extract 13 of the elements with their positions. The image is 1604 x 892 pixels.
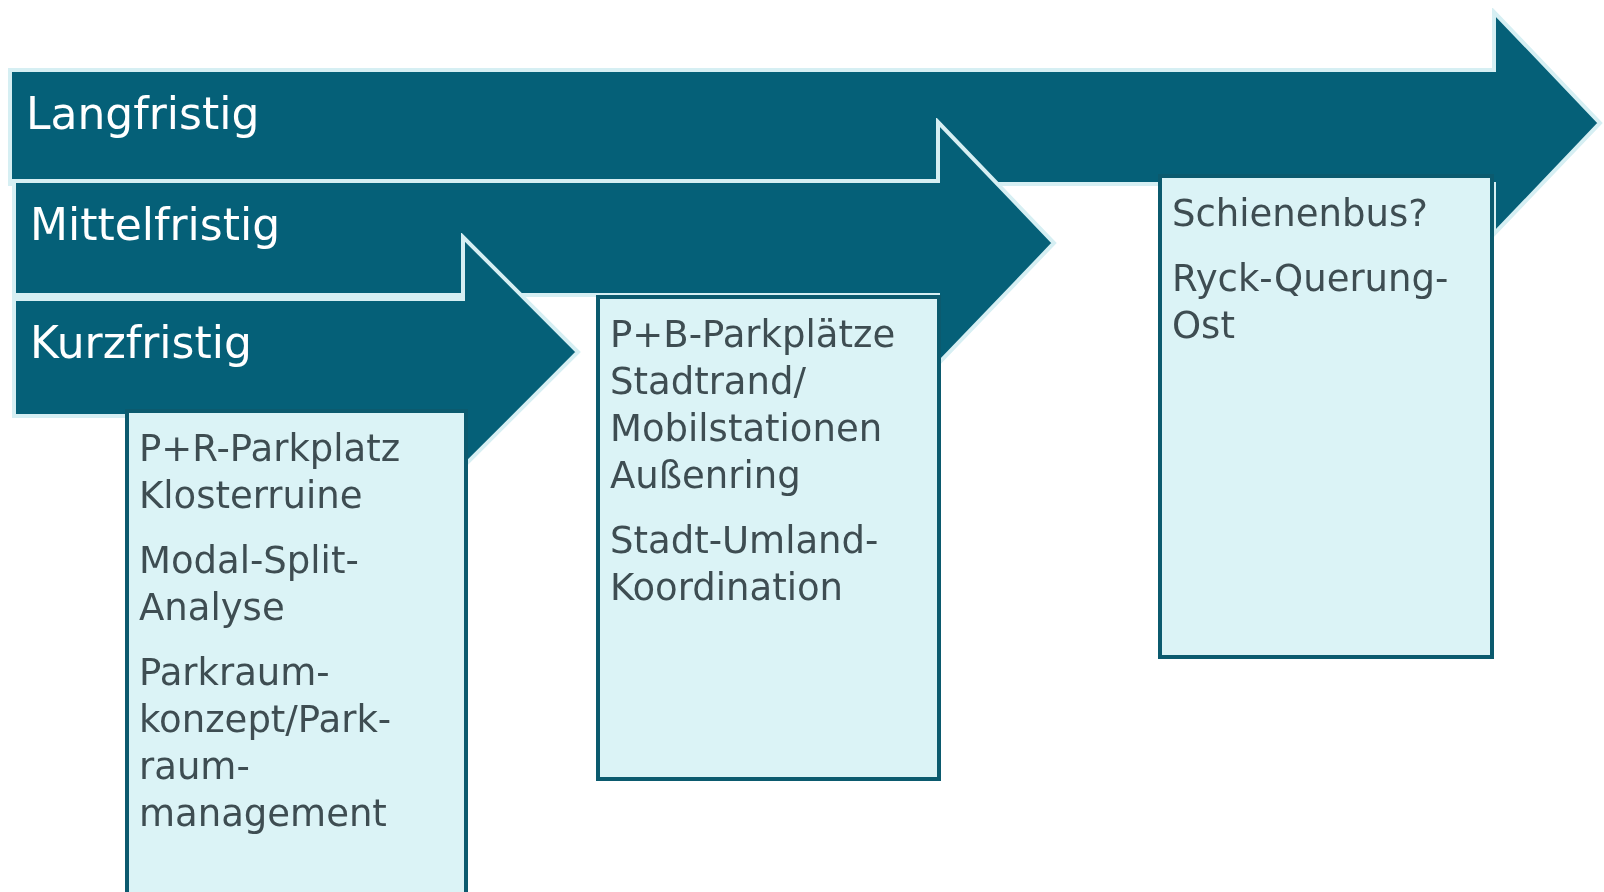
measure-text: P+B-Parkplätze Stadtrand/ Mobilstationen Außenring	[610, 312, 897, 499]
measure-card	[1158, 174, 1494, 659]
measure-text: Stadt-Umland-Koordination	[610, 518, 880, 611]
phase-label: Langfristig	[26, 88, 260, 139]
measure-text: Schienenbus?	[1172, 191, 1429, 237]
measure-card	[125, 409, 468, 892]
measure-text: Parkraum-konzept/Park-raum-management	[139, 650, 393, 837]
measure-card	[596, 295, 941, 781]
phase-label: Mittelfristig	[30, 199, 281, 250]
measure-text: Ryck-Querung-Ost	[1172, 256, 1450, 349]
phase-label: Kurzfristig	[30, 317, 252, 368]
measure-text: P+R-Parkplatz Klosterruine	[139, 426, 402, 519]
measure-text: Modal-Split-Analyse	[139, 538, 360, 631]
